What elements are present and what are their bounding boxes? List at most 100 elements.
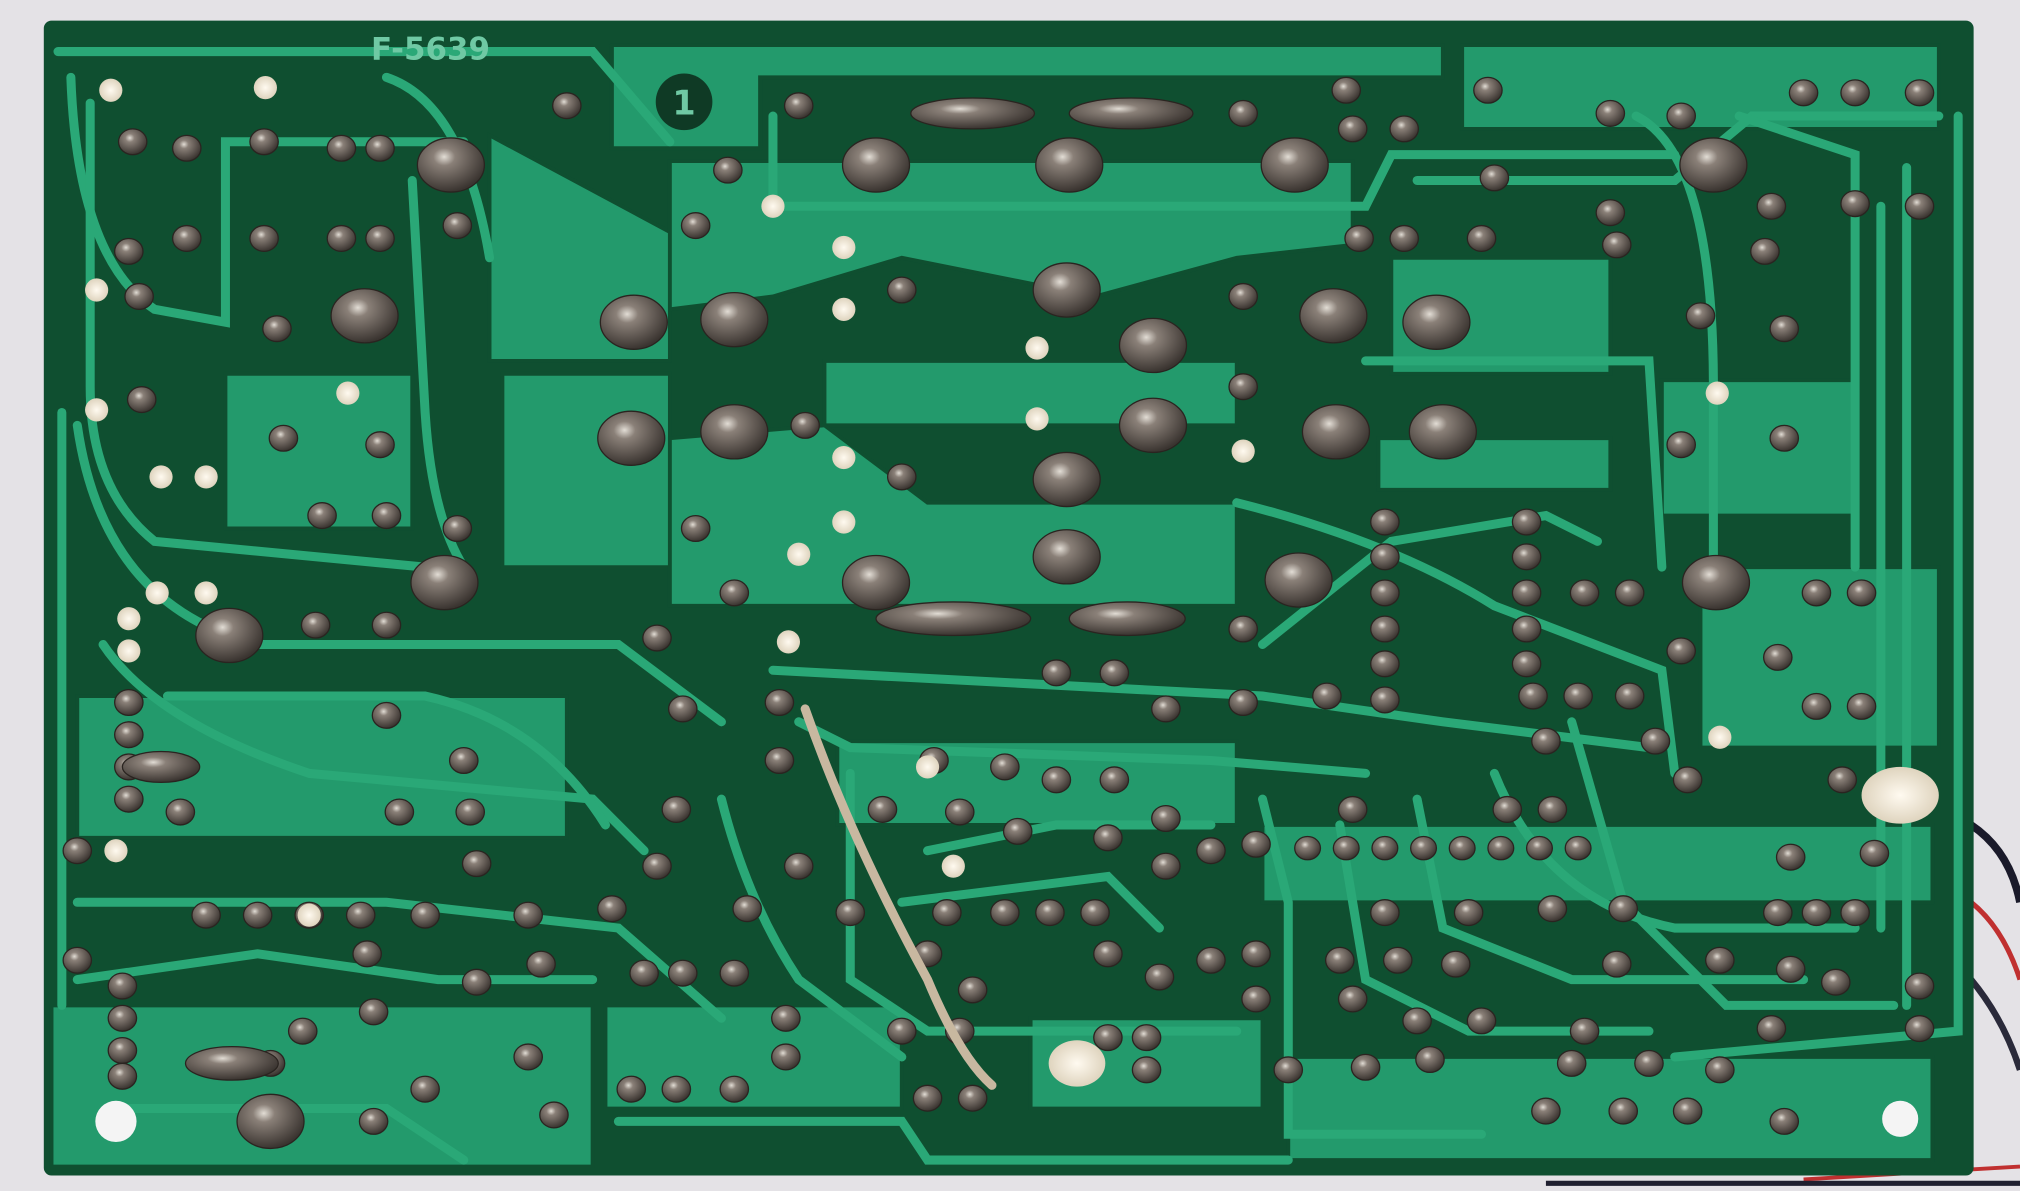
through-hole-pad (85, 278, 109, 302)
solder-joint (680, 212, 711, 240)
solder-joint (1032, 529, 1101, 585)
solder-joint (114, 688, 144, 717)
solder-joint (1299, 288, 1368, 344)
solder-joint (1032, 451, 1101, 508)
solder-joint (1241, 985, 1271, 1013)
solder-joint (771, 1004, 801, 1032)
solder-joint (1389, 115, 1420, 143)
solder-joint (597, 895, 627, 923)
solder-joint (1511, 579, 1542, 607)
through-hole-pad (1708, 725, 1732, 749)
solder-joint (1762, 899, 1793, 927)
copper-trace (381, 72, 495, 263)
solder-joint (552, 92, 582, 120)
solder-joint (184, 1045, 279, 1081)
solder-joint (345, 901, 376, 929)
solder-joint (1041, 766, 1072, 794)
solder-joint (1273, 1056, 1304, 1084)
solder-joint (1556, 1049, 1587, 1077)
mounting-hole (95, 1100, 137, 1143)
through-hole-pad (85, 398, 109, 422)
solder-joint (1002, 817, 1033, 845)
solder-joint (1337, 795, 1368, 824)
through-hole-pad (1231, 439, 1255, 463)
solder-joint (1595, 199, 1626, 227)
through-hole-pad (832, 445, 856, 470)
solder-joint (268, 424, 299, 452)
solder-joint (835, 899, 866, 927)
solder-joint (326, 224, 357, 252)
section-marker-label: 1 (672, 84, 695, 123)
solder-joint (1705, 946, 1735, 974)
solder-joint (642, 852, 672, 880)
solder-joint (1228, 99, 1258, 127)
solder-joint (513, 901, 544, 929)
solder-joint (1801, 579, 1832, 607)
solder-joint (642, 624, 672, 652)
solder-joint (114, 785, 144, 813)
solder-joint (841, 554, 911, 611)
solder-joint (1264, 552, 1333, 608)
solder-joint (107, 1062, 138, 1090)
solder-joint (957, 1084, 988, 1112)
copper-trace (1335, 820, 1654, 1036)
copper-trace (98, 639, 649, 856)
solder-joint (1537, 795, 1568, 824)
solder-joint (1241, 940, 1271, 968)
through-hole-pad (145, 581, 169, 605)
solder-joint (700, 291, 769, 348)
solder-joint (371, 701, 402, 729)
solder-joint (1228, 615, 1258, 643)
solder-joint (783, 92, 814, 120)
solder-joint (764, 688, 795, 717)
solder-joint (1537, 895, 1568, 923)
copper-trace (845, 768, 1242, 1036)
solder-joint (1569, 1017, 1600, 1045)
solder-joint (1466, 1007, 1497, 1035)
through-hole-pad (99, 78, 123, 102)
solder-joint (1093, 940, 1123, 968)
solder-joint (1144, 963, 1175, 991)
solder-joint (1769, 315, 1800, 343)
solder-joint (249, 128, 279, 156)
solder-joint (875, 601, 1032, 637)
solder-joint (121, 750, 201, 784)
solder-joint (1068, 601, 1186, 637)
solder-joint (1099, 659, 1130, 687)
solder-joint (539, 1101, 569, 1129)
solder-joint (1518, 682, 1548, 710)
solder-joint (944, 798, 975, 826)
through-hole-pad (1025, 336, 1049, 360)
solder-joint (1492, 795, 1523, 824)
solder-joint (886, 276, 917, 304)
solder-joint (1666, 431, 1697, 459)
solder-joint (1080, 899, 1110, 927)
through-hole-pad (194, 581, 218, 605)
solder-joint (165, 798, 196, 826)
solder-joint (62, 946, 93, 974)
through-hole-pad (832, 297, 856, 321)
solder-joint (1563, 682, 1593, 710)
solder-joint (1820, 968, 1851, 996)
solder-joint (1511, 615, 1542, 643)
solder-joint (1332, 835, 1360, 861)
solder-joint (1370, 508, 1400, 536)
solder-joint (1228, 282, 1258, 310)
solder-joint (448, 746, 479, 775)
solder-joint (1750, 237, 1780, 265)
solder-joint (1448, 835, 1476, 861)
solder-joint (410, 1075, 440, 1103)
copper-pour (609, 43, 1445, 151)
solder-joint (1466, 224, 1497, 252)
solder-joint (910, 97, 1036, 130)
solder-joint (1666, 102, 1697, 130)
solder-joint (1402, 1007, 1432, 1035)
solder-joint (661, 1075, 692, 1103)
solder-joint (1032, 262, 1101, 318)
through-hole-pad (1048, 1040, 1106, 1087)
solder-joint (1531, 727, 1561, 755)
through-hole-pad (297, 903, 321, 927)
solder-joint (1601, 950, 1632, 978)
solder-joint (330, 288, 399, 344)
solder-joint (191, 901, 221, 929)
